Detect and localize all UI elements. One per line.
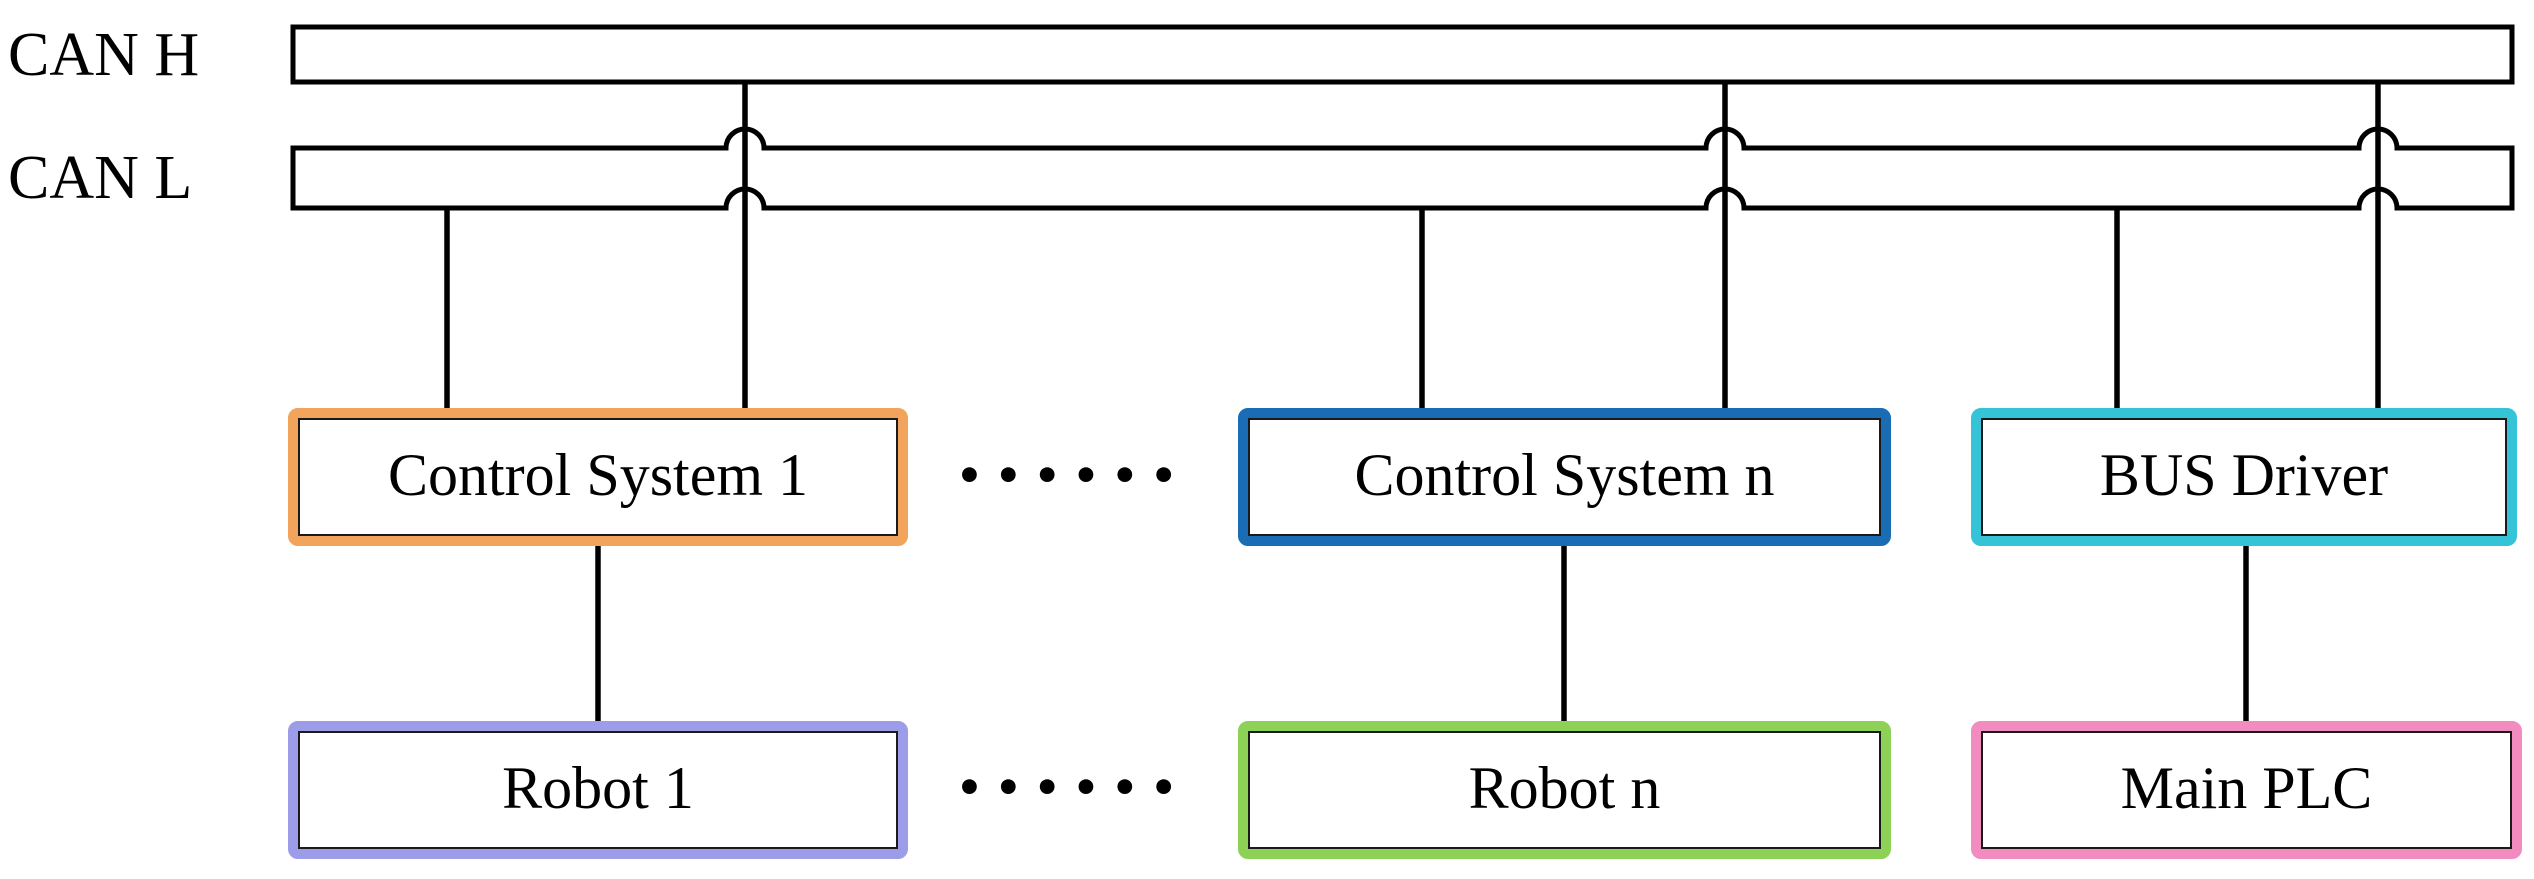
node-inner-frame: Main PLC	[1981, 731, 2512, 849]
node-control-system-n: Control System n	[1238, 408, 1891, 546]
node-label: Main PLC	[2120, 754, 2373, 821]
node-robot-1: Robot 1	[288, 721, 908, 859]
node-inner-frame: Robot 1	[298, 731, 898, 849]
node-main-plc: Main PLC	[1971, 721, 2522, 859]
node-inner-frame: BUS Driver	[1981, 418, 2507, 536]
ellipsis-row-devices: ••••••	[956, 763, 1190, 812]
node-label: BUS Driver	[2099, 441, 2389, 508]
can-h-bus	[290, 24, 2515, 85]
node-label: Control System n	[1354, 441, 1775, 508]
node-label: Robot 1	[502, 754, 694, 821]
node-bus-driver: BUS Driver	[1971, 408, 2517, 546]
node-robot-n: Robot n	[1238, 721, 1891, 859]
can-l-label: CAN L	[8, 144, 193, 212]
can-l-bus	[290, 126, 2515, 211]
node-label: Control System 1	[387, 441, 809, 508]
node-inner-frame: Control System 1	[298, 418, 898, 536]
node-label: Robot n	[1468, 754, 1661, 821]
can-h-label: CAN H	[8, 21, 200, 89]
node-inner-frame: Control System n	[1248, 418, 1881, 536]
node-inner-frame: Robot n	[1248, 731, 1881, 849]
node-control-system-1: Control System 1	[288, 408, 908, 546]
ellipsis-row-controllers: ••••••	[956, 451, 1190, 500]
